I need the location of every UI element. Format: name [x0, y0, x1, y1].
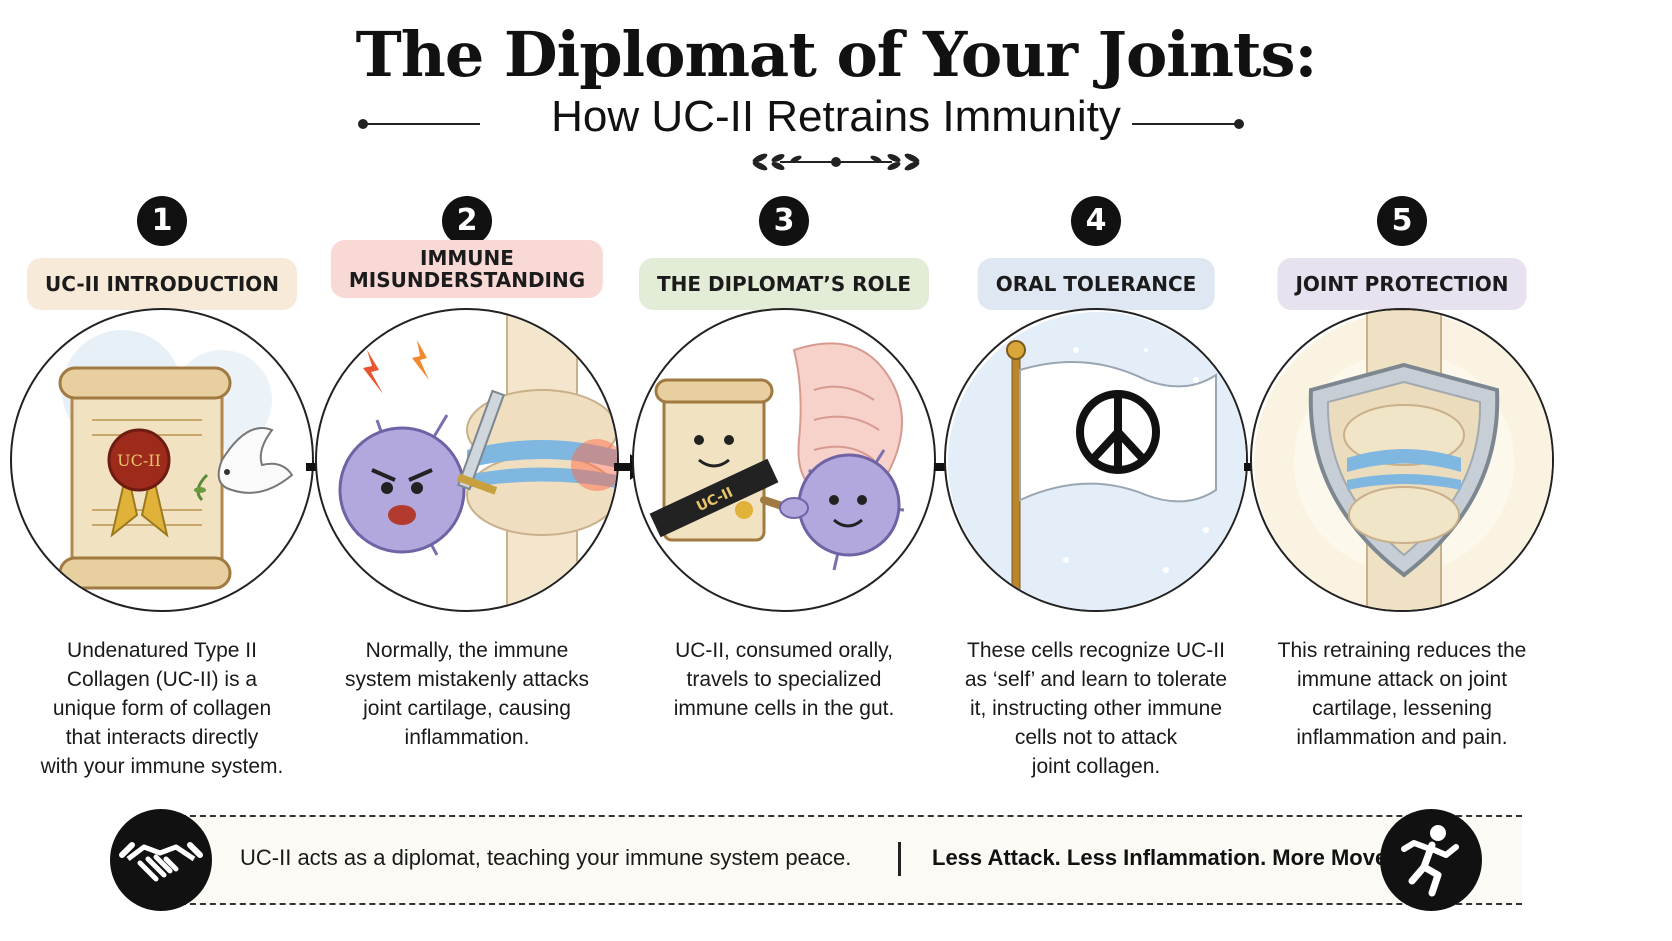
subtitle-row: How UC-II Retrains Immunity — [0, 92, 1672, 152]
step-number: 2 — [442, 196, 492, 246]
desc-line: it, instructing other immune — [969, 697, 1223, 720]
angry-cell-joint-icon — [338, 310, 617, 610]
step-description: Undenatured Type II Collagen (UC-II) is … — [2, 636, 322, 781]
shield-knee-icon — [1254, 310, 1552, 610]
step-label: ORAL TOLERANCE — [977, 258, 1215, 310]
laurel-flourish-icon — [752, 153, 920, 171]
desc-line: inflammation. — [404, 726, 530, 749]
desc-line: immune attack on joint — [1296, 668, 1508, 691]
step-number: 3 — [759, 196, 809, 246]
page-title: The Diplomat of Your Joints: — [355, 18, 1318, 91]
desc-line: Normally, the immune — [365, 639, 569, 662]
step-label: JOINT PROTECTION — [1277, 258, 1527, 310]
peace-flag-icon — [948, 312, 1246, 610]
step-label-line: IMMUNE — [420, 246, 514, 270]
step-description: These cells recognize UC-II as ‘self’ an… — [936, 636, 1256, 781]
step-label: UC-II INTRODUCTION — [26, 258, 298, 310]
step-illustration — [944, 308, 1248, 612]
step-label-line: MISUNDERSTANDING — [348, 268, 586, 292]
desc-line: travels to specialized — [686, 668, 882, 691]
banner-message: UC-II acts as a diplomat, teaching your … — [240, 845, 852, 870]
running-person-icon — [1380, 809, 1482, 911]
desc-line: with your immune system. — [40, 755, 284, 778]
desc-line: This retraining reduces the — [1277, 639, 1527, 662]
desc-line: immune cells in the gut. — [673, 697, 895, 720]
step-number: 4 — [1071, 196, 1121, 246]
banner-divider — [898, 842, 901, 876]
desc-line: Undenatured Type II — [67, 639, 257, 662]
step-illustration: UC-II — [632, 308, 936, 612]
handshake-diplomat-icon: UC-II — [649, 342, 905, 571]
desc-line: as ‘self’ and learn to tolerate — [964, 668, 1228, 691]
step-description: This retraining reduces the immune attac… — [1242, 636, 1562, 752]
banner-background — [170, 815, 1522, 905]
desc-line: unique form of collagen — [52, 697, 272, 720]
subtitle-right-line — [1132, 123, 1240, 125]
step-description: Normally, the immune system mistakenly a… — [307, 636, 627, 752]
desc-line: that interacts directly — [65, 726, 259, 749]
step-number: 5 — [1377, 196, 1427, 246]
desc-line: cells not to attack — [1014, 726, 1178, 749]
desc-line: system mistakenly attacks — [345, 668, 589, 691]
step-illustration: UC-II — [10, 308, 314, 612]
step-label: IMMUNE MISUNDERSTANDING — [330, 240, 604, 298]
desc-line: Collagen (UC-II) is a — [66, 668, 258, 691]
step-label: THE DIPLOMAT’S ROLE — [639, 258, 929, 310]
step-description: UC-II, consumed orally, travels to speci… — [624, 636, 944, 723]
summary-banner: UC-II acts as a diplomat, teaching your … — [110, 809, 1582, 911]
page-subtitle: How UC-II Retrains Immunity — [551, 92, 1121, 141]
subtitle-right-dot — [1234, 119, 1244, 129]
seal-text: UC-II — [117, 451, 161, 470]
desc-line: joint cartilage, causing — [363, 697, 571, 720]
step-illustration — [315, 308, 619, 612]
desc-line: inflammation and pain. — [1296, 726, 1508, 749]
subtitle-left-dot — [358, 119, 368, 129]
step-illustration — [1250, 308, 1554, 612]
desc-line: joint collagen. — [1031, 755, 1161, 778]
subtitle-left-line — [364, 123, 480, 125]
scroll-seal-dove-icon: UC-II — [58, 330, 294, 590]
desc-line: UC-II, consumed orally, — [675, 639, 893, 662]
desc-line: These cells recognize UC-II — [967, 639, 1225, 662]
step-number: 1 — [137, 196, 187, 246]
desc-line: cartilage, lessening — [1312, 697, 1492, 720]
handshake-icon — [110, 809, 212, 911]
banner-tagline: Less Attack. Less Inflammation. More Mov… — [932, 845, 1446, 870]
